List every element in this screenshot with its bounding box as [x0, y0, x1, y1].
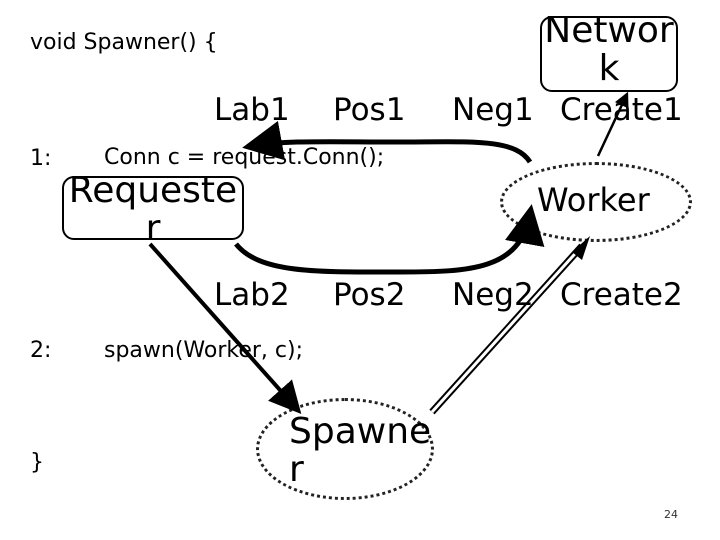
- label-lab2: Lab2: [214, 277, 290, 313]
- worker-to-network-arrow: [596, 91, 629, 157]
- label-neg2: Neg2: [452, 277, 534, 313]
- requester-to-spawner-arrow: [148, 242, 302, 414]
- label-lab1: Lab1: [214, 92, 290, 128]
- label-create2: Create2: [560, 277, 683, 313]
- label-pos2: Pos2: [333, 277, 406, 313]
- network-node: Networ k: [540, 12, 678, 92]
- requester-node: Requeste r: [62, 172, 244, 247]
- spawner-node: Spawne r: [256, 398, 434, 500]
- label-create1: Create1: [560, 92, 683, 128]
- code-closing-brace: }: [30, 450, 44, 475]
- network-label: Networ k: [544, 10, 674, 89]
- requester-to-worker-arrow: [234, 204, 545, 275]
- page-number: 24: [664, 508, 678, 521]
- worker-to-requester-arrow: [242, 120, 533, 164]
- label-pos1: Pos1: [333, 92, 406, 128]
- worker-label: Worker: [537, 181, 650, 219]
- line1-number: 1:: [30, 146, 52, 171]
- label-neg1: Neg1: [452, 92, 534, 128]
- requester-label: Requeste r: [68, 170, 238, 249]
- spawner-label: Spawne r: [289, 411, 432, 490]
- code-header: void Spawner() {: [30, 30, 218, 55]
- line2-number: 2:: [30, 338, 52, 363]
- line2-code: spawn(Worker, c);: [104, 338, 304, 363]
